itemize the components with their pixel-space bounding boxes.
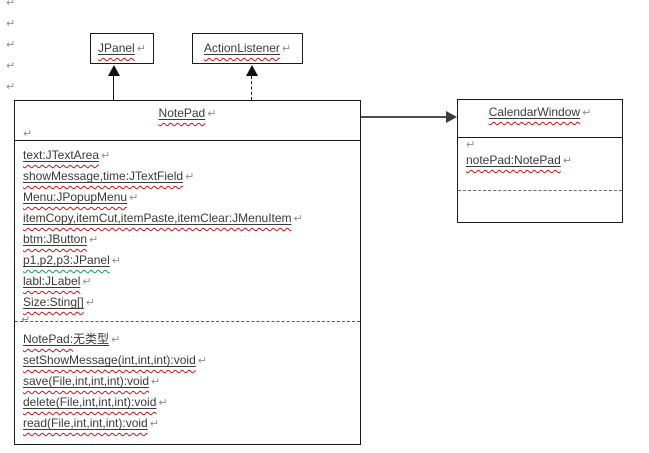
- calendarwindow-attributes-list: notePad:NotePad↵: [458, 150, 622, 171]
- member-row: text:JTextArea↵: [23, 145, 360, 166]
- class-title: ActionListener↵: [193, 34, 302, 55]
- notepad-title-compartment: NotePad↵ ↵: [15, 101, 360, 141]
- member-text: Menu:JPopupMenu: [23, 190, 128, 204]
- class-title: JPanel↵: [91, 34, 153, 55]
- calendarwindow-title-compartment: CalendarWindow↵: [458, 100, 622, 138]
- paragraph-mark-icon: ↵: [562, 154, 572, 167]
- member-text: setShowMessage(int,int,int):void: [23, 353, 196, 367]
- inheritance-arrowhead-up-icon: [108, 65, 120, 76]
- paragraph-mark-icon: ↵: [197, 354, 207, 367]
- member-row: notePad:NotePad↵: [466, 150, 622, 171]
- inheritance-line-jpanel: [113, 76, 114, 100]
- member-row: read(File,int,int,int):void↵: [23, 413, 360, 434]
- member-text: read(File,int,int,int):void: [23, 416, 148, 430]
- class-title-text: NotePad: [158, 106, 206, 120]
- member-row: NotePad:无类型↵: [23, 329, 360, 350]
- paragraph-mark-icon: ↵: [136, 42, 146, 55]
- paragraph-mark-icon: ↵: [466, 138, 476, 151]
- member-text: p1,p2,p3:JPanel: [23, 253, 110, 267]
- member-row: delete(File,int,int,int):void↵: [23, 392, 360, 413]
- notepad-methods-compartment: NotePad:无类型↵setShowMessage(int,int,int):…: [15, 322, 360, 434]
- class-box-actionlistener[interactable]: ActionListener↵: [192, 33, 303, 64]
- paragraph-mark-icon: ↵: [6, 38, 16, 51]
- member-text: Size:Sting[]: [23, 295, 84, 309]
- paragraph-mark-icon: ↵: [158, 396, 168, 409]
- member-row: showMessage,time:JTextField↵: [23, 166, 360, 187]
- association-line-calendarwindow: [361, 116, 447, 118]
- compartment-divider-dashed: ↵: [15, 313, 360, 326]
- paragraph-mark-icon: ↵: [111, 254, 121, 267]
- paragraph-mark-icon: ↵: [101, 149, 111, 162]
- paragraph-mark-icon: ↵: [89, 233, 99, 246]
- class-box-notepad[interactable]: NotePad↵ ↵ text:JTextArea↵showMessage,ti…: [14, 100, 361, 445]
- class-title-text: ActionListener: [203, 41, 280, 55]
- member-text: showMessage,time:JTextField: [23, 169, 184, 183]
- class-title: NotePad↵: [15, 101, 360, 120]
- member-text: notePad:NotePad: [466, 153, 561, 167]
- class-title: CalendarWindow↵: [458, 100, 622, 119]
- paragraph-mark-icon: ↵: [281, 42, 292, 55]
- class-title-text: CalendarWindow: [488, 105, 581, 119]
- member-text: itemCopy,itemCut,itemPaste,itemClear:JMe…: [23, 211, 292, 225]
- member-row: p1,p2,p3:JPanel↵: [23, 250, 360, 271]
- member-row: save(File,int,int,int):void↵: [23, 371, 360, 392]
- calendarwindow-attributes-compartment: ↵ notePad:NotePad↵: [458, 138, 622, 191]
- member-row: itemCopy,itemCut,itemPaste,itemClear:JMe…: [23, 208, 360, 229]
- member-row: Menu:JPopupMenu↵: [23, 187, 360, 208]
- paragraph-mark-icon: ↵: [23, 127, 33, 140]
- member-text: labl:JLabel: [23, 274, 81, 288]
- paragraph-mark-icon: ↵: [207, 107, 217, 120]
- member-row: labl:JLabel↵: [23, 271, 360, 292]
- paragraph-mark-icon: ↵: [6, 80, 16, 93]
- compartment-divider-dashed: [458, 190, 622, 191]
- paragraph-mark-icon: ↵: [151, 375, 161, 388]
- member-row: Size:Sting[]↵: [23, 292, 360, 313]
- empty-paragraph: ↵: [458, 138, 622, 151]
- member-text: save(File,int,int,int):void: [23, 374, 150, 388]
- class-box-jpanel[interactable]: JPanel↵: [90, 33, 154, 64]
- paragraph-mark-icon: ↵: [6, 59, 16, 72]
- class-title-text: JPanel: [98, 41, 135, 55]
- paragraph-mark-icon: ↵: [111, 333, 121, 346]
- member-text-plain: 无类型: [73, 332, 110, 346]
- association-arrowhead-right-icon: [446, 111, 457, 123]
- paragraph-mark-icon: ↵: [82, 275, 92, 288]
- member-row: setShowMessage(int,int,int):void↵: [23, 350, 360, 371]
- member-text: NotePad:: [23, 332, 74, 346]
- member-row: btm:JButton↵: [23, 229, 360, 250]
- paragraph-mark-icon: ↵: [582, 106, 592, 119]
- paragraph-mark-icon: ↵: [129, 191, 139, 204]
- paragraph-mark-icon: ↵: [85, 296, 95, 309]
- realization-arrowhead-up-icon: [246, 65, 258, 76]
- paragraph-mark-icon: ↵: [149, 417, 159, 430]
- paragraph-mark-icon: ↵: [21, 313, 31, 326]
- notepad-attributes-compartment: text:JTextArea↵showMessage,time:JTextFie…: [15, 141, 360, 313]
- paragraph-mark-icon: ↵: [6, 17, 16, 30]
- member-text: btm:JButton: [23, 232, 88, 246]
- member-text: text:JTextArea: [23, 148, 100, 162]
- realization-dashed-line-actionlistener: [251, 76, 252, 100]
- paragraph-mark-icon: ↵: [6, 0, 16, 9]
- class-box-calendarwindow[interactable]: CalendarWindow↵ ↵ notePad:NotePad↵: [457, 99, 623, 223]
- paragraph-mark-icon: ↵: [185, 170, 195, 183]
- paragraph-mark-icon: ↵: [293, 212, 303, 225]
- member-text: delete(File,int,int,int):void: [23, 395, 157, 409]
